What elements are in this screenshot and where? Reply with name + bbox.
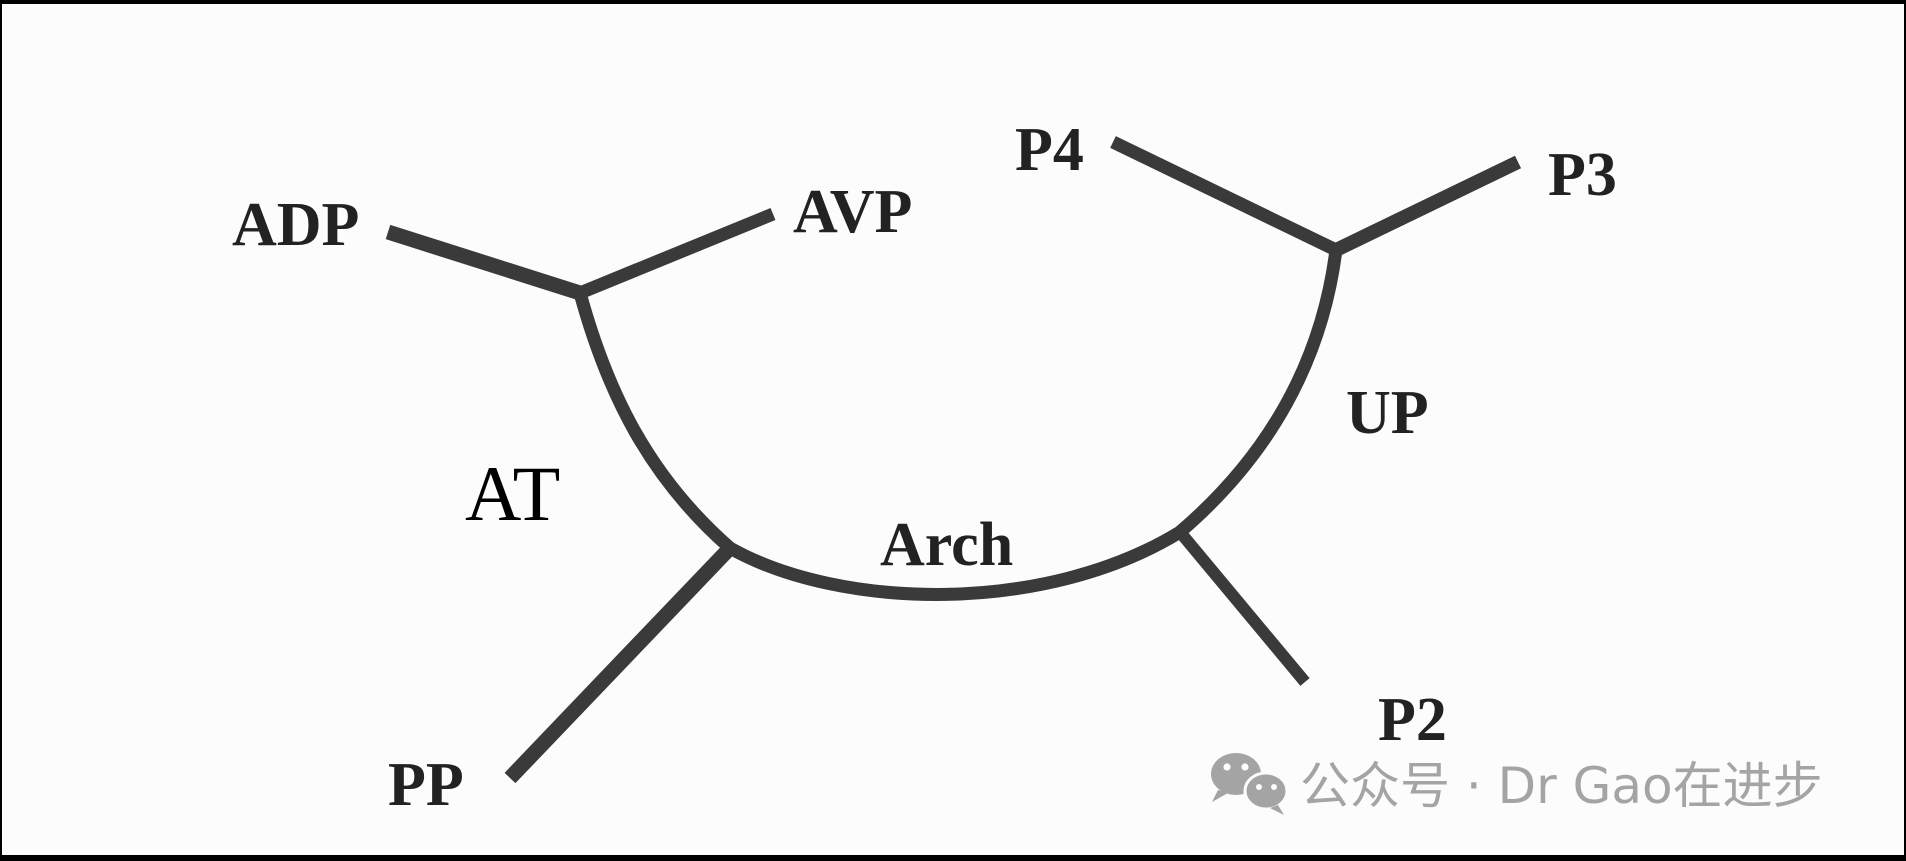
label-up: UP bbox=[1346, 379, 1429, 447]
diagram-lines bbox=[385, 136, 1522, 784]
branch-p2 bbox=[1175, 528, 1310, 686]
watermark-text: 公众号 · Dr Gao在进步 bbox=[1300, 757, 1823, 815]
label-p2: P2 bbox=[1378, 686, 1447, 754]
wechat-icon bbox=[1211, 753, 1289, 815]
label-arch: Arch bbox=[880, 511, 1013, 579]
label-p3: P3 bbox=[1548, 141, 1617, 209]
branch-pp bbox=[504, 542, 736, 784]
curve-up bbox=[1175, 249, 1343, 537]
branch-p4 bbox=[1110, 136, 1339, 256]
label-p4: P4 bbox=[1015, 116, 1084, 184]
label-at: AT bbox=[465, 450, 560, 537]
branch-p3 bbox=[1332, 155, 1522, 257]
curve-arch bbox=[726, 526, 1184, 601]
diagram-labels: ADP AVP P4 P3 UP AT Arch P2 PP bbox=[232, 116, 1617, 819]
watermark: 公众号 · Dr Gao在进步 bbox=[1211, 753, 1823, 815]
branch-adp bbox=[385, 224, 583, 301]
diagram-background bbox=[2, 4, 1904, 855]
branch-avp bbox=[577, 207, 776, 300]
label-avp: AVP bbox=[793, 178, 912, 246]
label-adp: ADP bbox=[232, 191, 359, 259]
curve-at bbox=[573, 291, 735, 553]
label-pp: PP bbox=[388, 751, 464, 819]
